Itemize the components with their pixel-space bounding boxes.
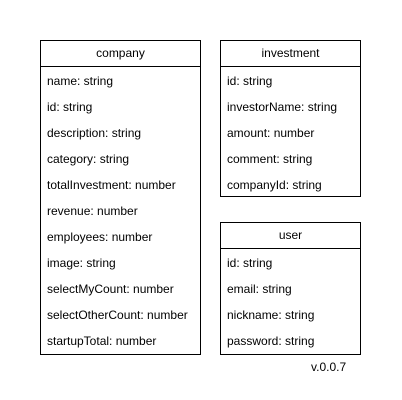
field-employees: employees: number: [47, 230, 153, 244]
field-category: category: string: [47, 152, 130, 166]
field-id: id: string: [227, 74, 273, 88]
entity-title: investment: [221, 41, 360, 67]
field-description: description: string: [47, 126, 142, 140]
field-id: id: string: [227, 256, 273, 270]
field-name: name: string: [47, 74, 114, 88]
field-nickname: nickname: string: [227, 308, 315, 322]
entity-user[interactable]: user id: string email: string nickname: …: [220, 222, 361, 355]
field-password: password: string: [227, 334, 315, 348]
entity-company[interactable]: company name: string id: string descript…: [40, 40, 201, 355]
field-list: name: string id: string description: str…: [41, 67, 200, 354]
field-email: email: string: [227, 282, 292, 296]
field-company-id: companyId: string: [227, 178, 322, 192]
field-list: id: string email: string nickname: strin…: [221, 249, 360, 354]
entity-title: company: [41, 41, 200, 67]
field-investor-name: investorName: string: [227, 100, 338, 114]
field-startup-total: startupTotal: number: [47, 334, 157, 348]
field-revenue: revenue: number: [47, 204, 138, 218]
field-comment: comment: string: [227, 152, 313, 166]
field-list: id: string investorName: string amount: …: [221, 67, 360, 198]
field-select-my-count: selectMyCount: number: [47, 282, 174, 296]
field-amount: amount: number: [227, 126, 315, 140]
field-id: id: string: [47, 100, 93, 114]
entity-title: user: [221, 223, 360, 249]
field-image: image: string: [47, 256, 116, 270]
field-total-investment: totalInvestment: number: [47, 178, 176, 192]
version-label: v.0.0.7: [311, 360, 347, 374]
field-select-other-count: selectOtherCount: number: [47, 308, 188, 322]
entity-investment[interactable]: investment id: string investorName: stri…: [220, 40, 361, 197]
